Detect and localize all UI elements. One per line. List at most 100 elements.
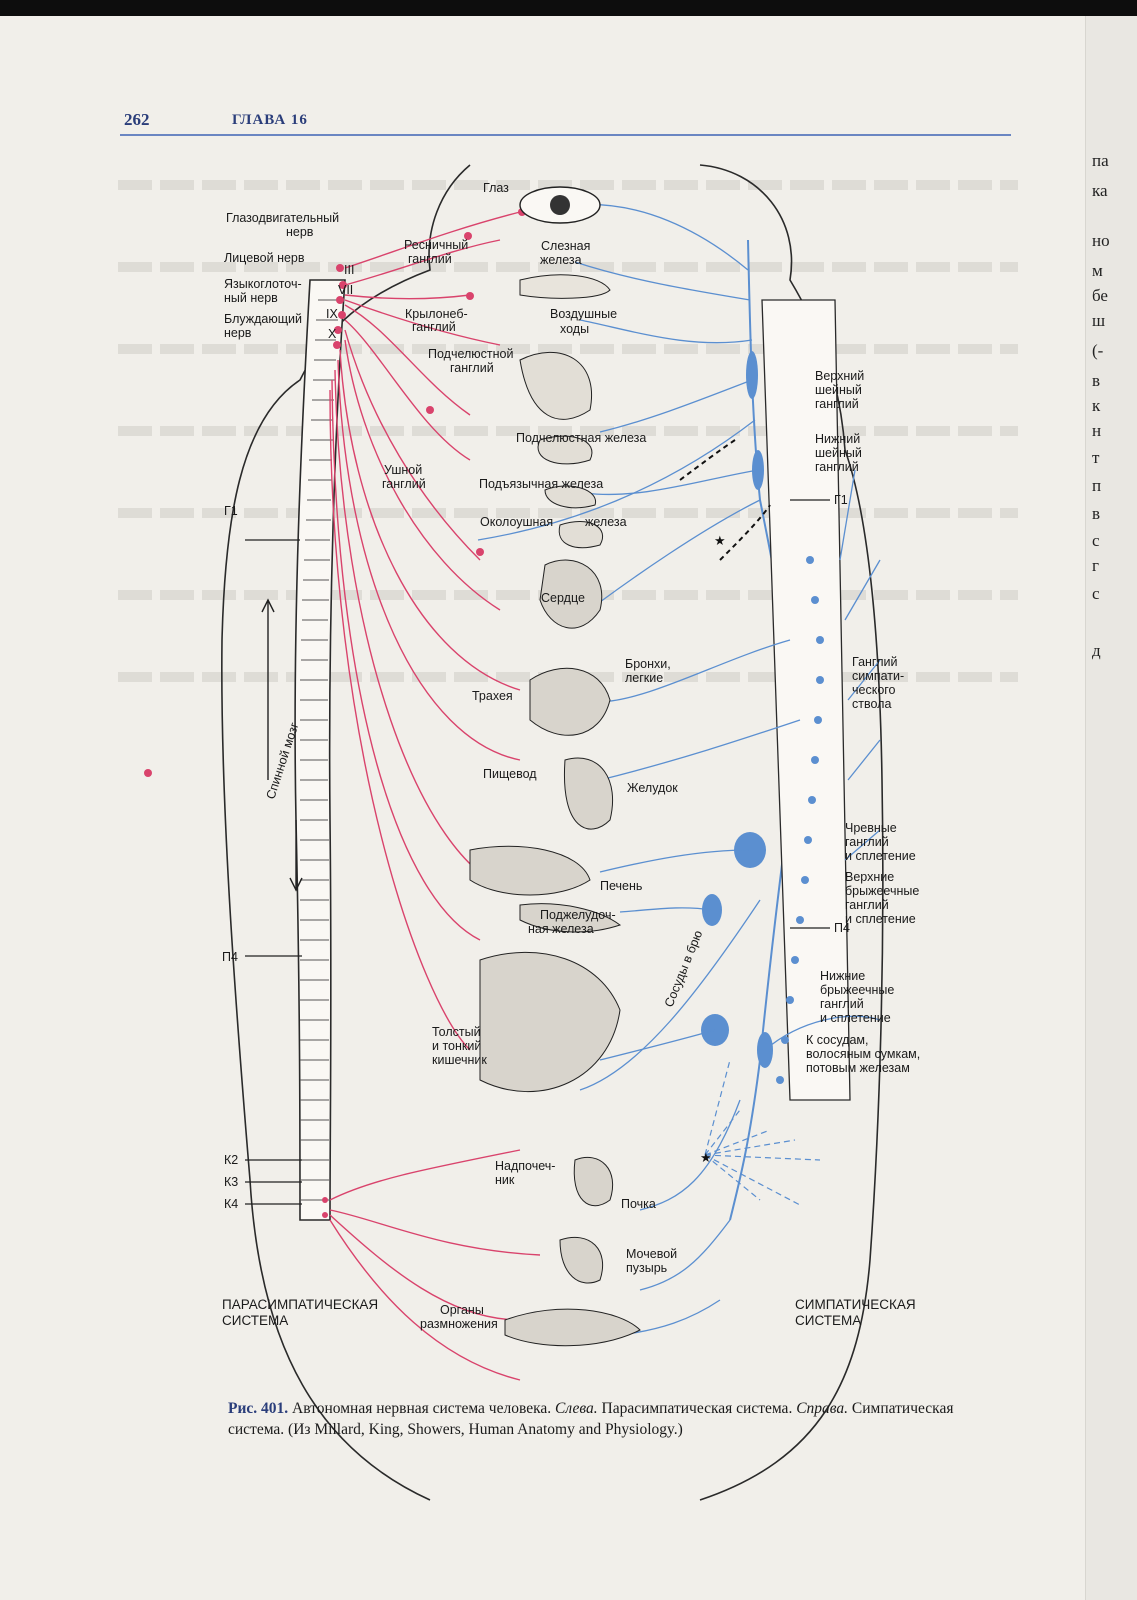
ink-dot	[144, 769, 152, 777]
organ-kidney	[573, 1156, 614, 1207]
parasympathetic-nuclei	[322, 208, 526, 1218]
organ-stomach	[563, 757, 614, 830]
body-outline	[221, 164, 884, 1501]
show-through-line	[118, 262, 1018, 272]
label-inf-mesenteric-3: ганглий	[820, 997, 864, 1011]
label-intestine-2: и тонкий	[432, 1039, 481, 1053]
margin-letter: м	[1092, 261, 1103, 280]
label-submandibular-ganglion-2: ганглий	[450, 361, 494, 375]
label-inferior-cervical-3: ганглий	[815, 460, 859, 474]
asterisk-marker: ★	[700, 1150, 712, 1165]
label-vessels-hair-1: К сосудам,	[806, 1033, 869, 1047]
margin-letter: в	[1092, 504, 1101, 523]
label-inf-mesenteric-4: и сплетение	[820, 1011, 891, 1025]
sympathetic-dashed-fibers	[704, 1059, 821, 1206]
show-through-line	[118, 508, 1018, 518]
label-intestine-3: кишечник	[432, 1053, 487, 1067]
label-cranial-iii: III	[344, 263, 354, 277]
label-genitals-1: Органы	[440, 1303, 484, 1317]
label-ciliary-2: ганглий	[408, 252, 452, 266]
organ-submandibular-gland	[537, 435, 593, 465]
label-stomach: Желудок	[627, 781, 678, 795]
label-heart: Сердце	[541, 591, 585, 605]
label-g1-left: Г1	[224, 504, 238, 518]
organ-sublingual-gland	[544, 485, 596, 509]
label-vagus-1: Блуждающий	[224, 312, 302, 326]
caption-left-word: Слева.	[555, 1400, 598, 1417]
label-celiac-2: ганглий	[845, 835, 889, 849]
label-otic-1: Ушной	[384, 463, 422, 477]
label-liver: Печень	[600, 879, 642, 893]
label-oculomotor-2: нерв	[286, 225, 314, 239]
label-bronchi-2: легкие	[625, 671, 663, 685]
label-k4: К4	[224, 1197, 238, 1211]
label-pterygopalatine-1: Крылонеб-	[405, 307, 468, 321]
label-chain-ganglion-4: ствола	[852, 697, 891, 711]
label-chain-ganglion-3: ческого	[852, 683, 896, 697]
margin-letter: но	[1092, 231, 1110, 250]
label-trachea: Трахея	[472, 689, 513, 703]
label-parotid-2: железа	[585, 515, 627, 529]
organ-bladder	[559, 1236, 604, 1284]
margin-letter: ш	[1092, 311, 1106, 330]
label-parotid-1: Околоушная	[480, 515, 553, 529]
label-pterygopalatine-2: ганглий	[412, 320, 456, 334]
show-through-line	[118, 426, 1018, 436]
organ-lungs	[529, 667, 611, 736]
leader-lines	[245, 499, 830, 1205]
chapter-heading: ГЛАВА 16	[232, 112, 308, 128]
show-through-line	[118, 180, 1018, 190]
title-sympathetic-2: СИСТЕМА	[795, 1313, 861, 1328]
label-submandibular-ganglion-1: Подчелюстной	[428, 347, 514, 361]
organ-liver	[469, 845, 591, 896]
caption-title: Автономная нервная система человека.	[288, 1400, 555, 1417]
label-sublingual: Подъязычная железа	[479, 477, 603, 491]
title-sympathetic-1: СИМПАТИЧЕСКАЯ	[795, 1297, 916, 1312]
label-chain-ganglion-1: Ганглий	[852, 655, 897, 669]
label-facial: Лицевой нерв	[224, 251, 305, 265]
margin-letter: д	[1092, 641, 1101, 660]
label-p4-right: П4	[834, 921, 850, 935]
organ-airways	[519, 351, 592, 420]
label-inferior-cervical-2: шейный	[815, 446, 862, 460]
label-cranial-vii: VII	[338, 283, 353, 297]
label-adrenal-1: Надпочеч-	[495, 1159, 555, 1173]
title-parasympathetic-1: ПАРАСИМПАТИЧЕСКАЯ	[222, 1297, 378, 1312]
margin-letter: н	[1092, 421, 1102, 440]
page-number: 262	[124, 110, 150, 129]
label-kidney: Почка	[621, 1197, 656, 1211]
label-celiac-3: и сплетение	[845, 849, 916, 863]
margin-letter: в	[1092, 371, 1101, 390]
label-adrenal-2: ник	[495, 1173, 515, 1187]
label-sup-mesenteric-3: ганглий	[845, 898, 889, 912]
label-airways-1: Воздушные	[550, 307, 617, 321]
label-vessels-hair-2: волосяным сумкам,	[806, 1047, 920, 1061]
organ-genitals	[504, 1308, 641, 1347]
label-p4-left: П4	[222, 950, 238, 964]
label-bladder-2: пузырь	[626, 1261, 667, 1275]
caption-left-text: Парасимпатическая система.	[597, 1400, 797, 1417]
label-inf-mesenteric-1: Нижние	[820, 969, 865, 983]
show-through-line	[118, 344, 1018, 354]
margin-letter: па	[1092, 151, 1109, 170]
title-parasympathetic-2: СИСТЕМА	[222, 1313, 288, 1328]
label-chain-ganglion-2: симпати-	[852, 669, 904, 683]
label-vessels-hair-3: потовым железам	[806, 1061, 910, 1075]
label-vagus-2: нерв	[224, 326, 252, 340]
label-pancreas-2: ная железа	[528, 922, 594, 936]
label-cranial-x: X	[328, 327, 337, 341]
label-genitals-2: размножения	[420, 1317, 498, 1331]
top-scan-edge	[0, 0, 1137, 16]
organ-parotid-gland	[558, 521, 603, 549]
label-superior-cervical-2: шейный	[815, 383, 862, 397]
label-ciliary-1: Ресничный	[404, 238, 468, 252]
organ-eye	[519, 186, 601, 224]
label-eye: Глаз	[483, 181, 509, 195]
margin-letter: п	[1092, 476, 1102, 495]
margin-letter: с	[1092, 584, 1100, 603]
label-superior-cervical-3: ганглий	[815, 397, 859, 411]
label-bladder-1: Мочевой	[626, 1247, 677, 1261]
margin-letter: ка	[1092, 181, 1108, 200]
label-bronchi-1: Бронхи,	[625, 657, 671, 671]
